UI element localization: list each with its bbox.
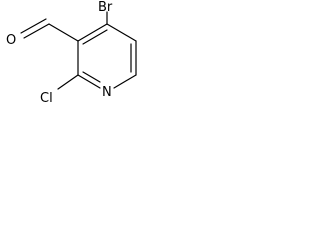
atom-label-chlorine: Cl xyxy=(40,91,53,106)
atom-label-oxygen: O xyxy=(6,33,16,48)
chemical-structure-diagram: Br O Cl N xyxy=(6,0,137,106)
ring-bond-n-c2-inner xyxy=(82,71,101,83)
bond-cho-o xyxy=(23,23,50,39)
ring-bond-c3-c4 xyxy=(77,23,108,42)
bond-cho-o-double xyxy=(20,18,47,34)
bond-c3-cho xyxy=(48,23,79,42)
bond-c2-cl xyxy=(57,74,79,90)
ring-bond-c6-n xyxy=(113,74,137,89)
ring-bond-n-c2 xyxy=(77,74,101,89)
ring-bond-c4-c5 xyxy=(106,23,137,42)
pyridine-ring xyxy=(77,23,137,89)
ring-bond-c3-c4-inner xyxy=(82,29,108,45)
atom-label-bromine: Br xyxy=(98,0,113,15)
atom-label-nitrogen: N xyxy=(102,85,112,100)
